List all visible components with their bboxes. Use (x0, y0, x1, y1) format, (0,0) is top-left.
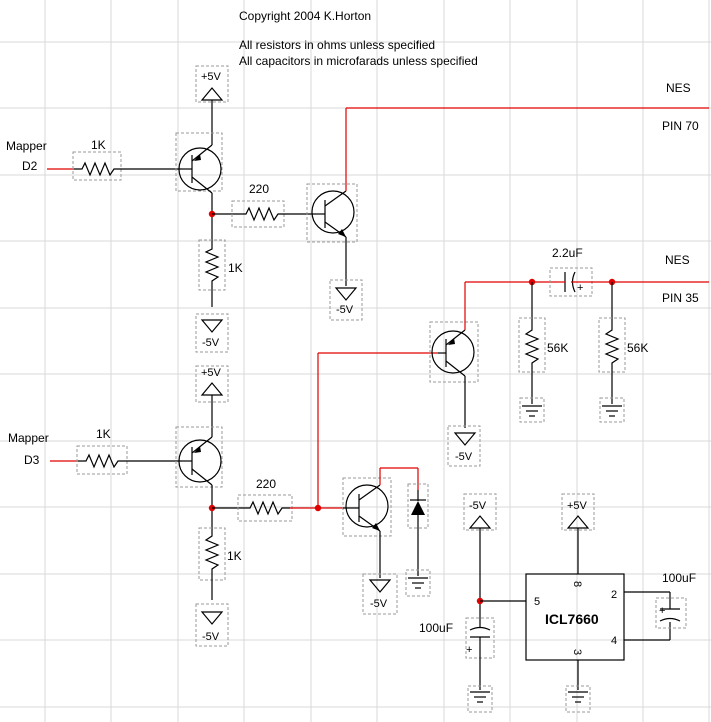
svg-text:56K: 56K (547, 341, 568, 355)
resistor-220-upper: 220 (231, 182, 310, 228)
ground-ic (565, 685, 591, 713)
supply-minus5-q4: -5V (362, 573, 398, 615)
supply-plus5-mid: +5V (195, 365, 229, 437)
d3-label: D3 (24, 453, 40, 467)
svg-text:5: 5 (534, 596, 540, 608)
capacitor-100uf-right: 100uF + (655, 571, 696, 629)
svg-text:56K: 56K (627, 341, 648, 355)
ground-capacitor-left (467, 685, 493, 713)
svg-text:220: 220 (256, 477, 276, 491)
svg-text:+: + (577, 282, 583, 294)
svg-text:4: 4 (611, 635, 617, 647)
svg-text:-5V: -5V (469, 500, 487, 512)
supply-plus5-ic: +5V (561, 493, 595, 531)
svg-text:-5V: -5V (336, 304, 354, 316)
resistor-56k-right: 56K (598, 317, 648, 404)
pin70-label: PIN 70 (662, 119, 699, 133)
svg-text:+: + (466, 644, 472, 656)
resistor-note: All resistors in ohms unless specified (239, 38, 435, 52)
nes-label-upper: NES (666, 81, 691, 95)
svg-text:2: 2 (611, 589, 617, 601)
icl7660-chip: ICL7660 5 2 4 8 3 (525, 573, 625, 661)
svg-text:1K: 1K (227, 549, 242, 563)
svg-text:1K: 1K (91, 138, 106, 152)
ground-56k-right (599, 397, 625, 423)
svg-text:+: + (659, 605, 665, 617)
svg-text:-5V: -5V (202, 631, 220, 643)
transistor-q5 (429, 321, 479, 383)
nes-label-lower: NES (665, 253, 690, 267)
svg-text:100uF: 100uF (419, 621, 453, 635)
svg-text:+5V: +5V (201, 71, 222, 83)
supply-minus5-ic: -5V (463, 493, 497, 531)
svg-text:100uF: 100uF (662, 571, 696, 585)
svg-text:1K: 1K (96, 427, 111, 441)
pin35-label: PIN 35 (662, 291, 699, 305)
svg-text:2.2uF: 2.2uF (552, 246, 583, 260)
supply-minus5-q2: -5V (329, 279, 363, 321)
supply-minus5-upper: -5V (195, 313, 229, 353)
transistor-q4 (342, 477, 392, 537)
ground-diode (405, 569, 431, 597)
transistor-q3 (175, 426, 223, 488)
resistor-1k-d3: 1K (76, 427, 130, 475)
svg-text:+5V: +5V (201, 367, 222, 379)
resistor-220-lower: 220 (237, 477, 293, 522)
supply-minus5-q5: -5V (447, 425, 481, 467)
d2-label: D2 (22, 159, 38, 173)
capacitor-2-2uf: 2.2uF + (549, 246, 593, 297)
supply-minus5-lower: -5V (195, 603, 229, 647)
mapper-label-d2: Mapper (6, 139, 47, 153)
supply-plus5-top: +5V (195, 65, 229, 143)
transistor-q2 (306, 183, 358, 243)
capacitor-note: All capacitors in microfarads unless spe… (239, 54, 478, 68)
svg-text:ICL7660: ICL7660 (545, 611, 599, 627)
resistor-56k-left: 56K (518, 317, 568, 404)
svg-text:+5V: +5V (567, 500, 588, 512)
transistor-q1 (175, 132, 223, 194)
resistor-1k-d2: 1K (72, 138, 130, 181)
svg-text:-5V: -5V (202, 337, 220, 349)
resistor-1k-upper-vertical: 1K (198, 239, 243, 307)
svg-text:-5V: -5V (455, 451, 473, 463)
resistor-1k-lower-vertical: 1K (198, 527, 242, 600)
svg-text:-5V: -5V (370, 598, 388, 610)
svg-text:8: 8 (571, 581, 583, 587)
svg-text:220: 220 (249, 182, 269, 196)
diode (407, 483, 429, 576)
capacitor-100uf-left: 100uF + (419, 617, 495, 690)
svg-text:1K: 1K (228, 261, 243, 275)
mapper-label-d3: Mapper (8, 431, 49, 445)
copyright-text: Copyright 2004 K.Horton (239, 9, 371, 23)
svg-text:3: 3 (571, 649, 583, 655)
ground-56k-left (519, 397, 545, 423)
